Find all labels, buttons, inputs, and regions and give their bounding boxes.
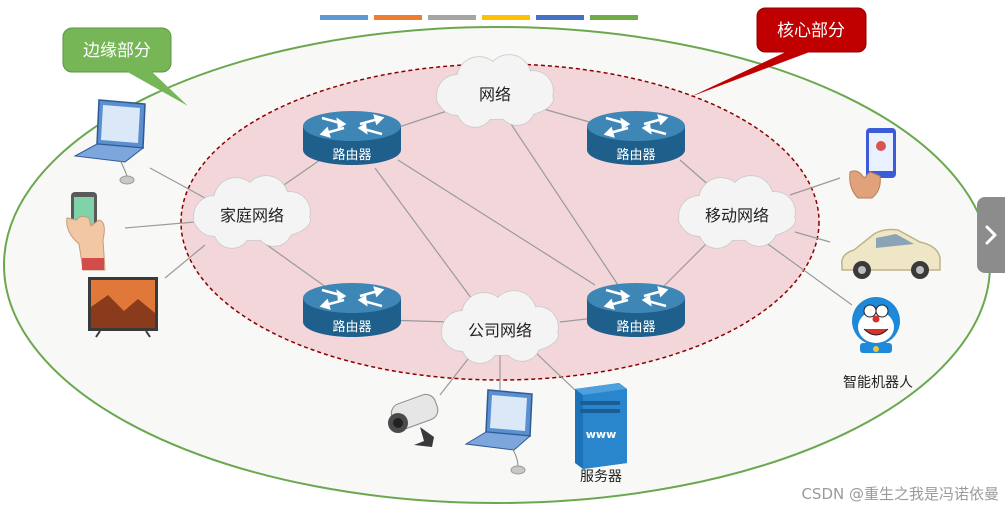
cloud-home-label: 家庭网络 bbox=[220, 206, 284, 225]
link bbox=[534, 351, 576, 391]
cloud-mobile: 移动网络 bbox=[678, 175, 796, 249]
server-screen-label: www bbox=[586, 428, 617, 441]
router-top-right: 路由器 bbox=[585, 109, 687, 167]
link bbox=[149, 167, 206, 199]
router-bottom-left: 路由器 bbox=[301, 281, 403, 339]
cloud-internet: 网络 bbox=[436, 54, 554, 128]
server-label: 服务器 bbox=[580, 469, 622, 485]
link bbox=[259, 239, 331, 291]
router-label: 路由器 bbox=[616, 319, 655, 335]
link bbox=[504, 114, 619, 286]
color-bar-segment bbox=[536, 15, 584, 20]
cloud-home: 家庭网络 bbox=[193, 175, 311, 249]
link bbox=[794, 231, 831, 243]
chevron-right-icon bbox=[985, 225, 997, 245]
color-bar-segment bbox=[482, 15, 530, 20]
next-slide-button[interactable] bbox=[977, 197, 1005, 273]
link bbox=[124, 221, 196, 229]
laptop-icon bbox=[73, 99, 146, 185]
cloud-mobile-label: 移动网络 bbox=[705, 206, 769, 225]
camera-icon bbox=[388, 393, 439, 447]
color-bar-segment bbox=[374, 15, 422, 20]
cloud-company: 公司网络 bbox=[441, 290, 559, 364]
edge-callout-label: 边缘部分 bbox=[83, 41, 151, 61]
laptop-icon bbox=[464, 389, 533, 475]
cloud-company-label: 公司网络 bbox=[468, 321, 532, 340]
edge-callout: 边缘部分 bbox=[62, 27, 188, 106]
link bbox=[764, 241, 853, 306]
link bbox=[659, 239, 711, 291]
server-icon: www 服务器 bbox=[575, 383, 627, 485]
core-callout: 核心部分 bbox=[690, 7, 867, 97]
core-callout-label: 核心部分 bbox=[777, 21, 845, 41]
color-bar-segment bbox=[320, 15, 368, 20]
router-bottom-right: 路由器 bbox=[585, 281, 687, 339]
watermark: CSDN @重生之我是冯诺依曼 bbox=[801, 485, 999, 503]
tv-icon bbox=[88, 277, 158, 338]
phone-icon bbox=[849, 128, 896, 199]
link bbox=[789, 177, 841, 196]
link bbox=[397, 159, 596, 286]
car-icon bbox=[841, 228, 941, 279]
robot-label: 智能机器人 bbox=[843, 375, 913, 391]
phone-icon bbox=[66, 192, 106, 271]
color-bar-segment bbox=[428, 15, 476, 20]
router-label: 路由器 bbox=[332, 319, 371, 335]
link bbox=[374, 167, 481, 311]
color-bar-segment bbox=[590, 15, 638, 20]
link bbox=[164, 244, 206, 279]
router-top-left: 路由器 bbox=[301, 109, 403, 167]
robot-icon: 智能机器人 bbox=[843, 297, 913, 391]
router-label: 路由器 bbox=[332, 147, 371, 163]
router-label: 路由器 bbox=[616, 147, 655, 163]
color-bar bbox=[320, 15, 638, 20]
cloud-internet-label: 网络 bbox=[479, 85, 511, 104]
